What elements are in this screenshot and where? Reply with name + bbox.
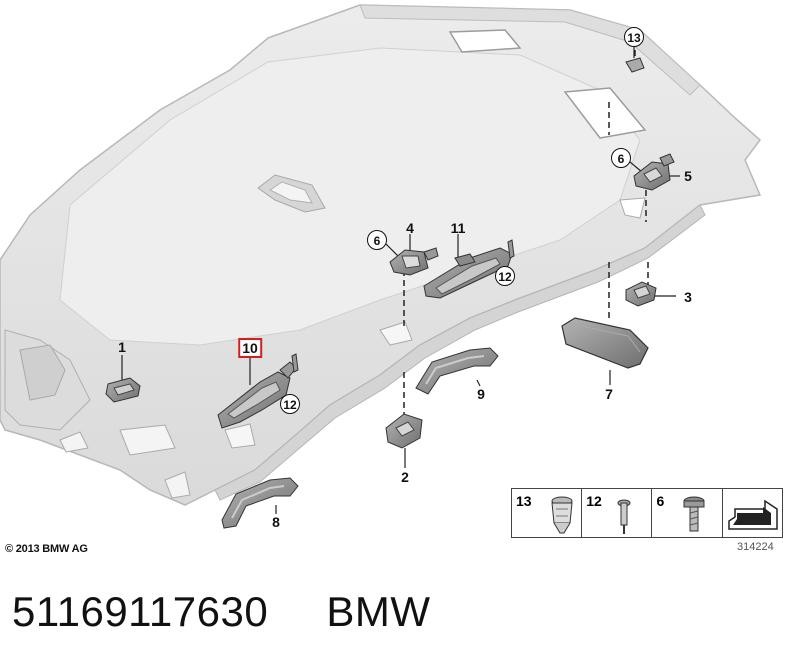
callout-11: 11 [450, 220, 466, 236]
part-8-grab-handle [221, 477, 299, 529]
callout-12-left: 12 [280, 394, 300, 414]
part-9-grab-handle [415, 347, 499, 395]
legend-number: 6 [656, 493, 665, 509]
clip-icon [551, 496, 573, 534]
legend-item-13: 13 [512, 489, 583, 537]
part-2-clip [385, 413, 423, 449]
diagram-id: 314224 [737, 541, 774, 553]
callout-9: 9 [477, 386, 485, 402]
callout-13: 13 [624, 27, 644, 47]
part-10-handle-bracket [217, 361, 297, 429]
part-number-line: 51169117630 BMW [12, 588, 431, 636]
arrow-icon [724, 491, 781, 535]
callout-10-highlighted: 10 [238, 338, 262, 358]
brand-name: BMW [326, 588, 431, 635]
callout-6-upper: 6 [367, 230, 387, 250]
part-12-rivet [291, 239, 515, 373]
fastener-legend: 13 12 6 [511, 488, 783, 538]
part-4-bracket [389, 247, 439, 276]
part-5-bracket [633, 153, 675, 191]
part-13-clip [625, 57, 645, 73]
callout-6-right: 6 [611, 148, 631, 168]
legend-number: 12 [586, 493, 602, 509]
callout-5: 5 [684, 168, 692, 184]
part-7-cover [561, 317, 649, 369]
callout-1: 1 [118, 339, 126, 355]
callout-4: 4 [406, 220, 414, 236]
part-1-clip [105, 377, 141, 403]
legend-item-12: 12 [582, 489, 653, 537]
part-3-clip [625, 281, 657, 307]
callout-2: 2 [401, 469, 409, 485]
callout-3: 3 [684, 289, 692, 305]
copyright-notice: © 2013 BMW AG [5, 543, 88, 555]
assembly-lines [403, 50, 649, 418]
part-number: 51169117630 [12, 588, 269, 635]
rivet-icon [617, 499, 631, 534]
callout-7: 7 [605, 386, 613, 402]
screw-icon [683, 496, 705, 532]
legend-item-arrow [723, 489, 782, 537]
callout-8: 8 [272, 514, 280, 530]
headliner-panel [0, 4, 762, 506]
callout-12-right: 12 [495, 266, 515, 286]
legend-number: 13 [516, 493, 532, 509]
legend-item-6: 6 [652, 489, 723, 537]
